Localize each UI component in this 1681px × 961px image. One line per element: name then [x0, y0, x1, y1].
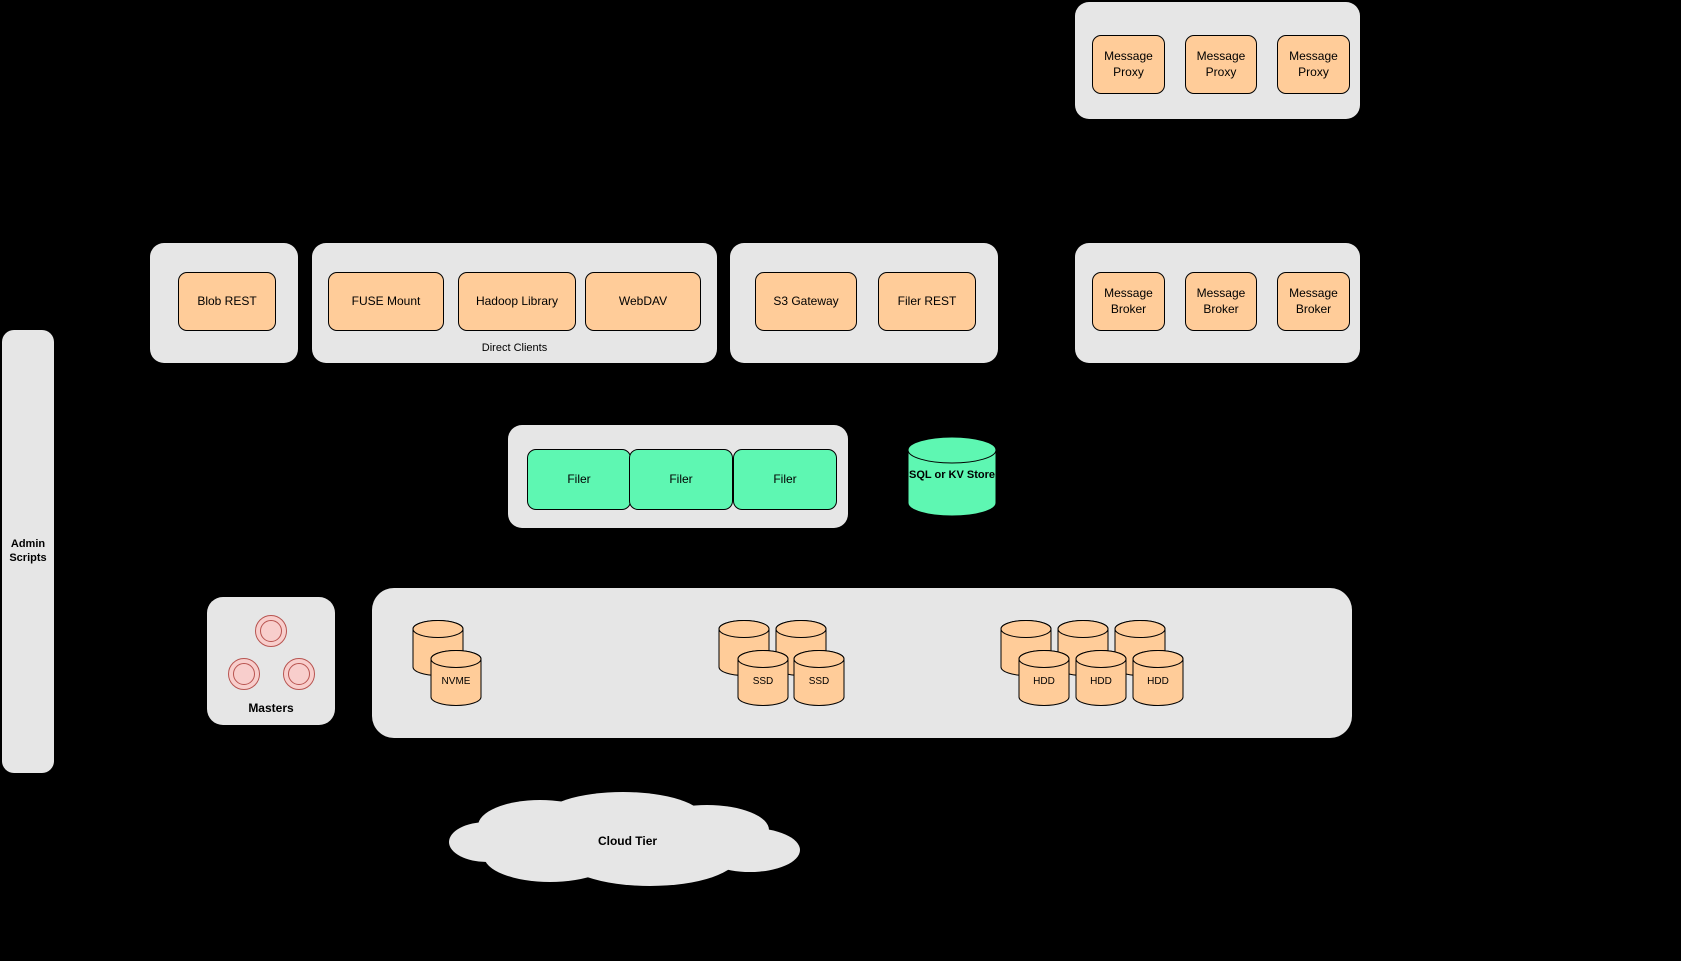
gateway-group: S3 Gateway Filer REST: [730, 243, 998, 363]
filer-rest-node: Filer REST: [878, 272, 976, 331]
volume-servers-group: NVME SSD SSD: [372, 588, 1352, 738]
disk-cylinder-icon: [1075, 650, 1127, 706]
disk-cylinder-icon: [1018, 650, 1070, 706]
message-broker-node: Message Broker: [1277, 272, 1350, 331]
message-proxy-group: Message Proxy Message Proxy Message Prox…: [1075, 2, 1360, 119]
blob-rest-node: Blob REST: [178, 272, 276, 331]
admin-scripts-panel: Admin Scripts: [2, 330, 54, 773]
cloud-icon: [449, 792, 800, 886]
hdd-disk-front: HDD: [1018, 650, 1070, 706]
ssd-disk-front: SSD: [793, 650, 845, 706]
filer-node: Filer: [527, 449, 631, 510]
sql-kv-store-label: SQL or KV Store: [909, 469, 995, 481]
message-proxy-node: Message Proxy: [1277, 35, 1350, 94]
cloud-tier-label: Cloud Tier: [597, 834, 658, 848]
blob-rest-group: Blob REST: [150, 243, 298, 363]
disk-cylinder-icon: [430, 650, 482, 706]
webdav-node: WebDAV: [585, 272, 701, 331]
master-node-icon: [283, 658, 315, 690]
filer-node: Filer: [629, 449, 733, 510]
admin-scripts-label: Admin Scripts: [9, 537, 47, 565]
direct-clients-group: FUSE Mount Hadoop Library WebDAV Direct …: [312, 243, 717, 363]
ssd-disk-label: SSD: [808, 676, 830, 687]
message-proxy-node: Message Proxy: [1092, 35, 1165, 94]
hdd-disk-label: HDD: [1090, 676, 1112, 687]
nvme-disk-front: NVME: [430, 650, 482, 706]
database-cylinder-icon: [907, 436, 997, 517]
master-node-icon: [255, 615, 287, 647]
masters-group: Masters: [207, 597, 335, 725]
disk-cylinder-icon: [793, 650, 845, 706]
sql-kv-store-node: SQL or KV Store: [907, 436, 997, 518]
ssd-disk-label: SSD: [752, 676, 774, 687]
hdd-disk-label: HDD: [1033, 676, 1055, 687]
filer-node: Filer: [733, 449, 837, 510]
disk-cylinder-icon: [1132, 650, 1184, 706]
fuse-mount-node: FUSE Mount: [328, 272, 444, 331]
master-node-icon: [228, 658, 260, 690]
message-broker-group: Message Broker Message Broker Message Br…: [1075, 243, 1360, 363]
hdd-disk-front: HDD: [1075, 650, 1127, 706]
message-broker-node: Message Broker: [1092, 272, 1165, 331]
direct-clients-caption: Direct Clients: [481, 342, 548, 354]
ssd-disk-front: SSD: [737, 650, 789, 706]
hdd-disk-label: HDD: [1147, 676, 1169, 687]
hdd-disk-front: HDD: [1132, 650, 1184, 706]
cloud-tier-node: Cloud Tier: [445, 790, 810, 892]
s3-gateway-node: S3 Gateway: [755, 272, 857, 331]
message-broker-node: Message Broker: [1185, 272, 1257, 331]
nvme-disk-label: NVME: [441, 676, 471, 687]
message-proxy-node: Message Proxy: [1185, 35, 1257, 94]
hadoop-library-node: Hadoop Library: [458, 272, 576, 331]
disk-cylinder-icon: [737, 650, 789, 706]
filer-group: Filer Filer Filer: [508, 425, 848, 528]
masters-caption: Masters: [248, 701, 294, 715]
